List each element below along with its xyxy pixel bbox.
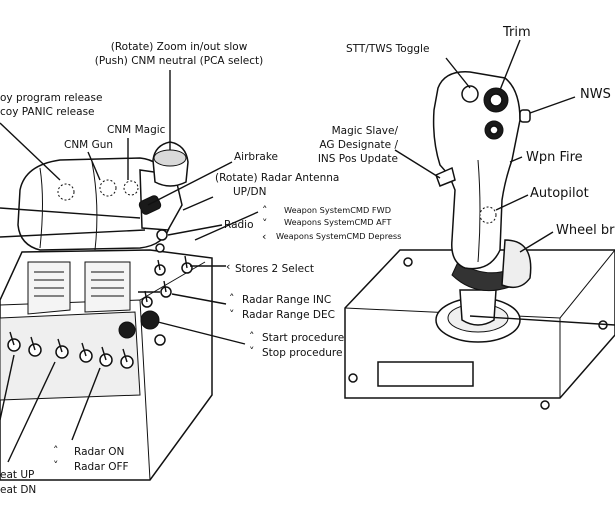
label-radar-antenna-2: UP/DN [233,186,267,198]
label-stop-proc: Stop procedure [262,347,342,359]
chevron-up-icon: ˄ [249,330,255,343]
label-radar-range-inc: Radar Range INC [242,294,331,306]
label-stores2: Stores 2 Select [235,263,314,275]
label-radar-antenna: (Rotate) Radar Antenna [215,172,339,184]
base-toggle-switches [7,255,193,369]
joystick-illustration [344,71,615,410]
label-ag-designate: AG Designate / [319,139,398,151]
label-autopilot: Autopilot [530,186,589,201]
label-magic-slave: Magic Slave/ [332,125,399,137]
chevron-left-icon: ‹ [262,230,266,243]
label-stt-tws: STT/TWS Toggle [346,43,429,55]
chevron-up-icon: ˄ [229,292,235,305]
label-ins-pos: INS Pos Update [318,153,398,165]
label-radar-range-dec: Radar Range DEC [242,309,335,321]
chevron-down-icon: ˅ [262,217,268,230]
label-seat-up: eat UP [0,469,34,481]
label-trim: Trim [502,25,531,40]
label-radio: Radio [224,219,254,231]
label-wpn-fire: Wpn Fire [526,150,583,165]
label-decoy-release: oy program release [0,92,102,104]
chevron-up-icon: ˄ [53,444,59,457]
label-weapons-aft: Weapons SystemCMD AFT [284,217,392,227]
label-weapon-fwd: Weapon SystemCMD FWD [284,205,391,215]
label-radar-off: Radar OFF [74,461,129,473]
label-zoom-rotate: (Rotate) Zoom in/out slow [111,41,248,53]
throttle-labels: (Rotate) Zoom in/out slow (Push) CNM neu… [0,41,401,496]
label-wheel-brake: Wheel bra [556,223,615,238]
chevron-down-icon: ˅ [249,345,255,358]
label-airbrake: Airbrake [234,151,278,163]
chevron-down-icon: ˅ [229,308,235,321]
label-zoom-push: (Push) CNM neutral (PCA select) [95,55,264,67]
label-nws: NWS [580,87,611,102]
joystick-labels: STT/TWS Toggle Trim NWS Magic Slave/ AG … [318,25,615,238]
throttle-illustration [0,141,213,481]
label-weapons-depress: Weapons SystemCMD Depress [276,231,401,241]
chevron-left-icon: ‹ [226,260,230,273]
chevron-down-icon: ˅ [53,459,59,472]
chevron-up-icon: ˄ [262,204,268,217]
label-cnm-gun: CNM Gun [64,139,113,151]
throttle-leader-lines [0,70,259,463]
label-radar-on: Radar ON [74,446,124,458]
label-cnm-magic: CNM Magic [107,124,166,136]
label-decoy-panic: coy PANIC release [0,106,95,118]
joystick-leader-lines [394,39,615,326]
label-seat-dn: eat DN [0,484,36,496]
label-start-proc: Start procedure [262,332,344,344]
